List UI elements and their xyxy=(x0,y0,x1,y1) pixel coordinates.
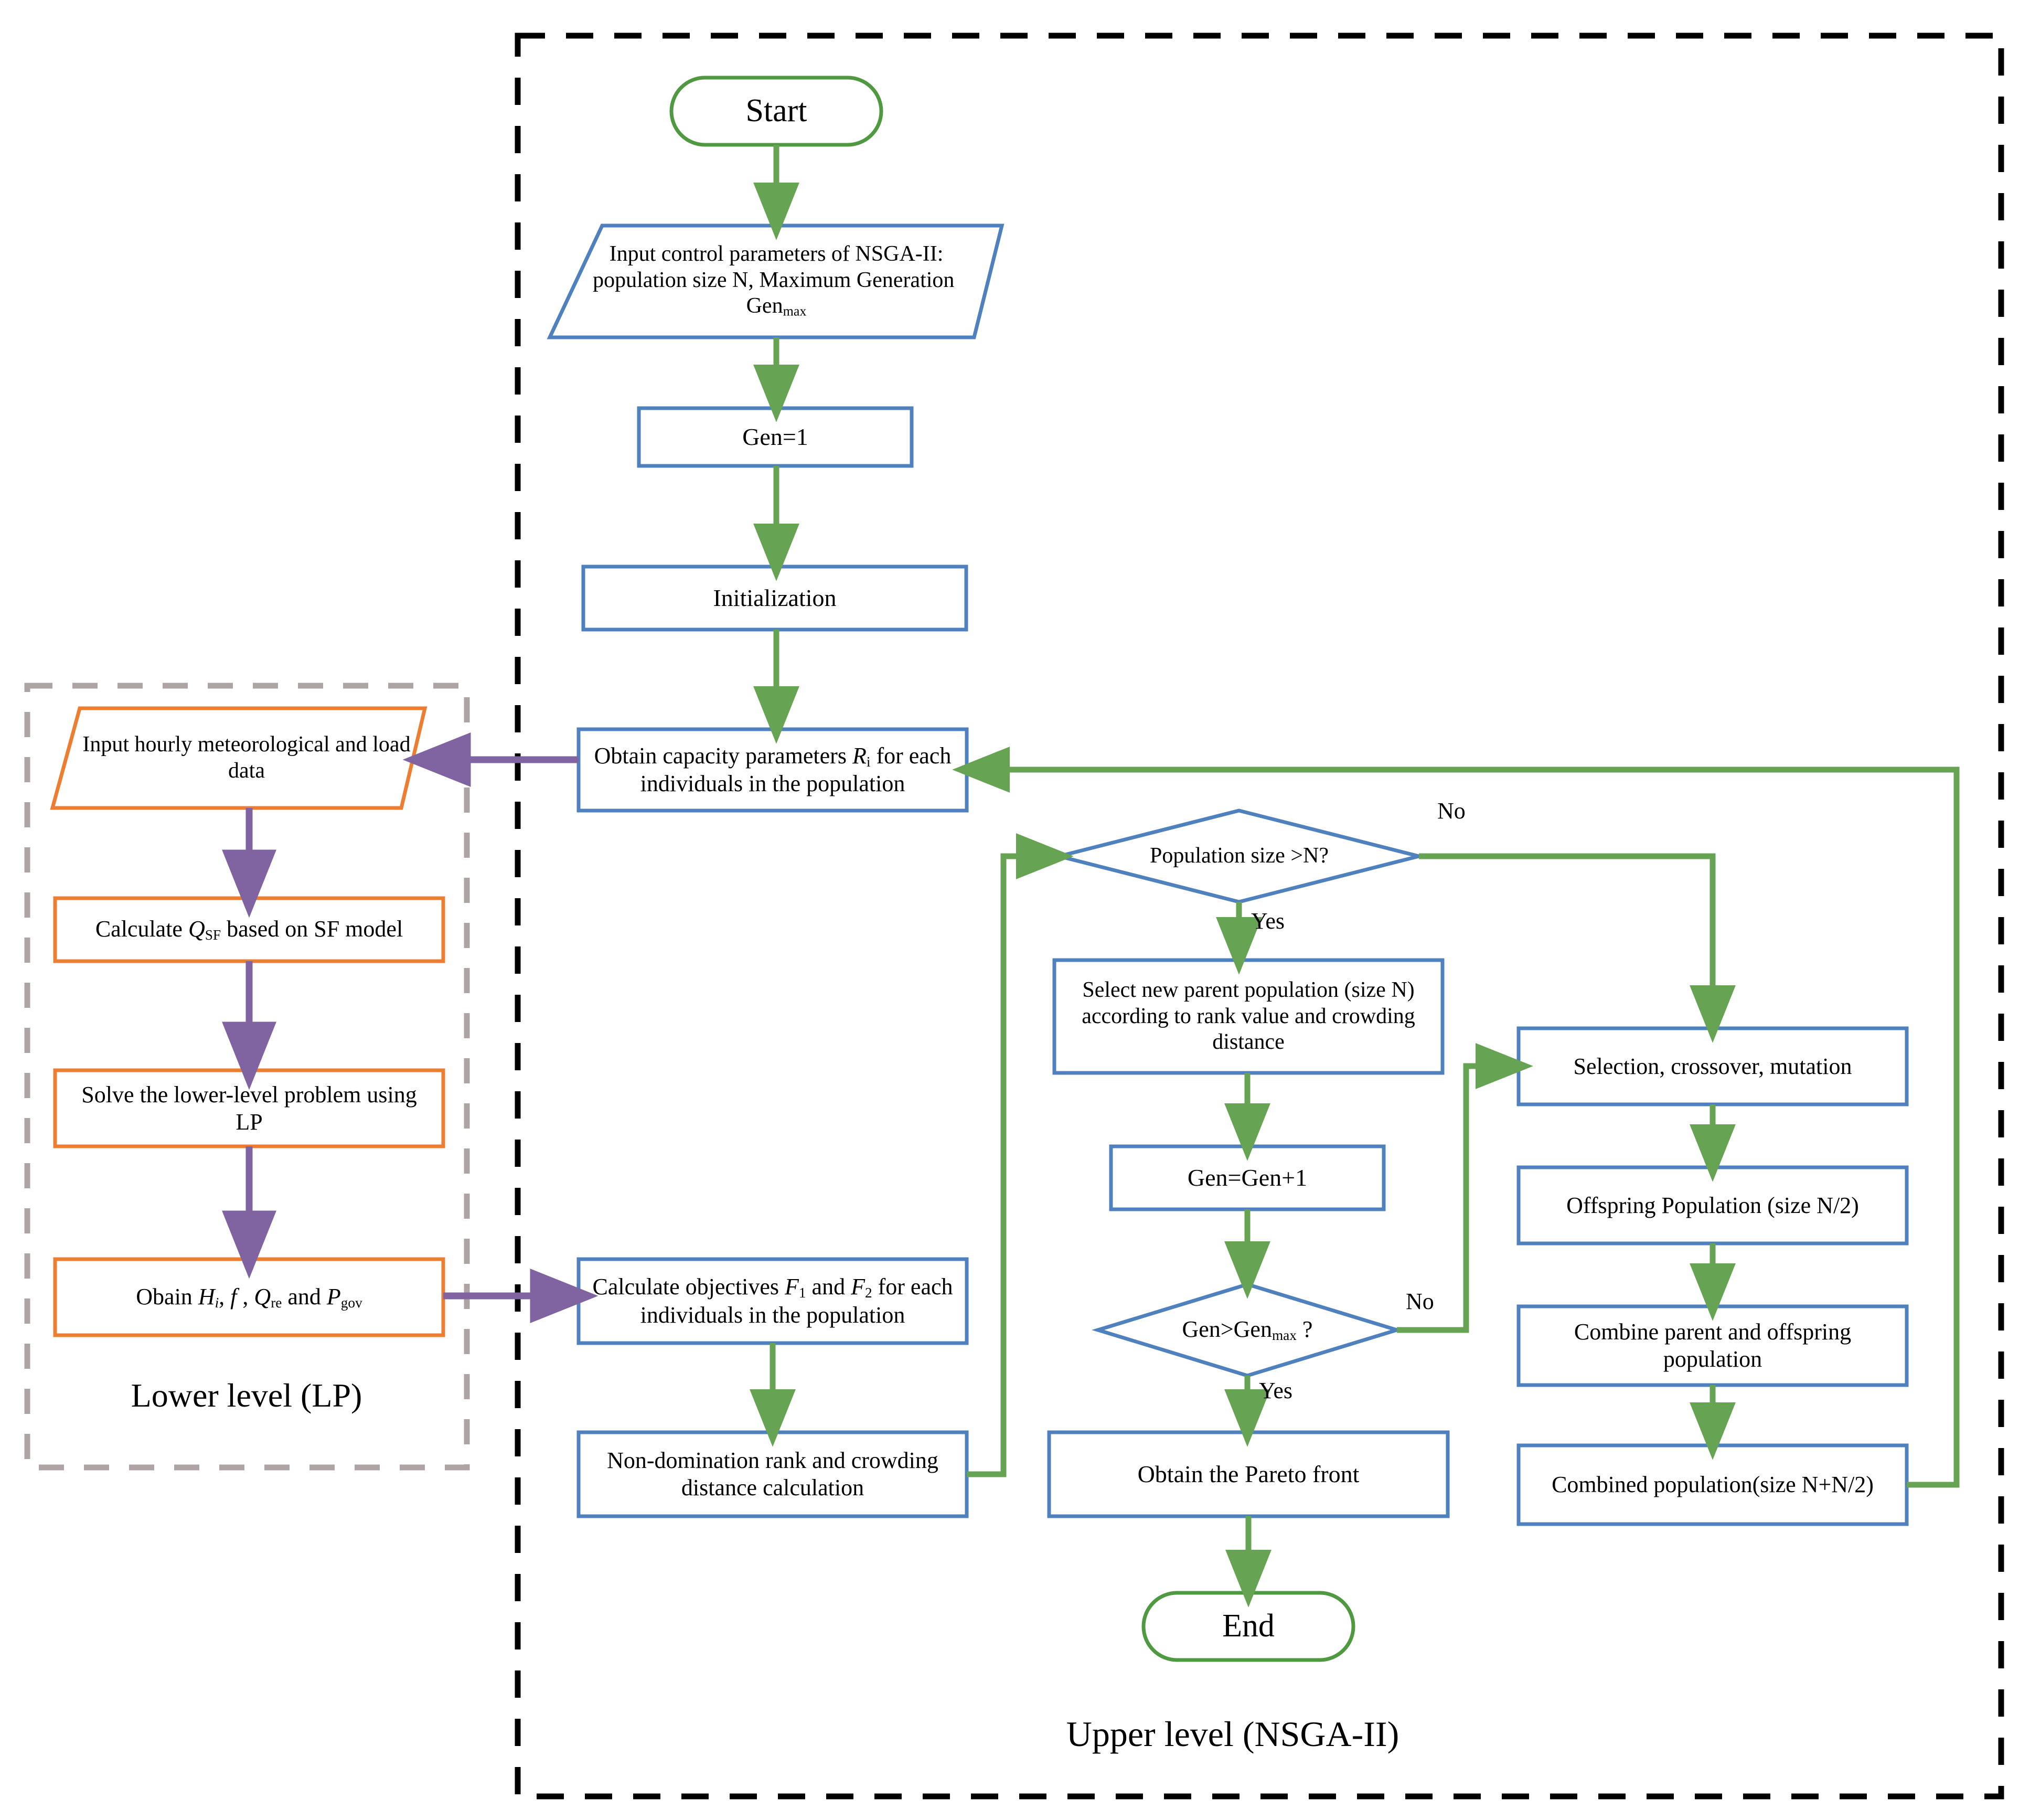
edge-label-pop-yes: Yes xyxy=(1251,908,1285,934)
edge-label-pop-no: No xyxy=(1437,798,1466,824)
node-gen-inc-shape xyxy=(1109,1144,1386,1211)
node-combine-shape xyxy=(1516,1304,1909,1387)
node-calc-objectives-shape xyxy=(576,1257,969,1345)
node-calc-qsf-shape xyxy=(53,896,445,963)
edge-label-gen-no: No xyxy=(1406,1289,1434,1314)
node-lp-input-shape xyxy=(50,706,428,810)
edge-popcheck-no-to-selcross xyxy=(1419,853,1736,1043)
node-obtain-hi-shape xyxy=(53,1257,445,1337)
node-input-params-shape xyxy=(547,223,1005,339)
edge-label-gen-yes: Yes xyxy=(1259,1378,1293,1403)
node-start-shape xyxy=(669,76,883,147)
node-combined-pop-shape xyxy=(1516,1443,1909,1526)
node-obtain-capacity-shape xyxy=(576,727,969,813)
node-solve-lp-shape xyxy=(53,1068,445,1148)
node-pop-size-check-shape xyxy=(1059,808,1419,904)
lower-level-group-border xyxy=(24,683,470,1471)
node-sel-cross-mut-shape xyxy=(1516,1026,1909,1106)
node-pareto-front-shape xyxy=(1047,1430,1450,1518)
node-nondom-rank-shape xyxy=(576,1430,969,1518)
node-initialization-shape xyxy=(581,565,968,632)
node-offspring-shape xyxy=(1516,1165,1909,1246)
node-end-shape xyxy=(1141,1591,1355,1662)
edge-genmax-no-to-selcross xyxy=(1397,1043,1533,1333)
node-gen-max-check-shape xyxy=(1092,1282,1403,1378)
edge-nondom-to-popcheck xyxy=(967,833,1074,1477)
node-select-parent-shape xyxy=(1052,958,1445,1075)
upper-level-group-border xyxy=(515,33,2004,1800)
edge-combined-to-capacity xyxy=(952,747,1960,1488)
node-gen1-shape xyxy=(637,406,914,468)
